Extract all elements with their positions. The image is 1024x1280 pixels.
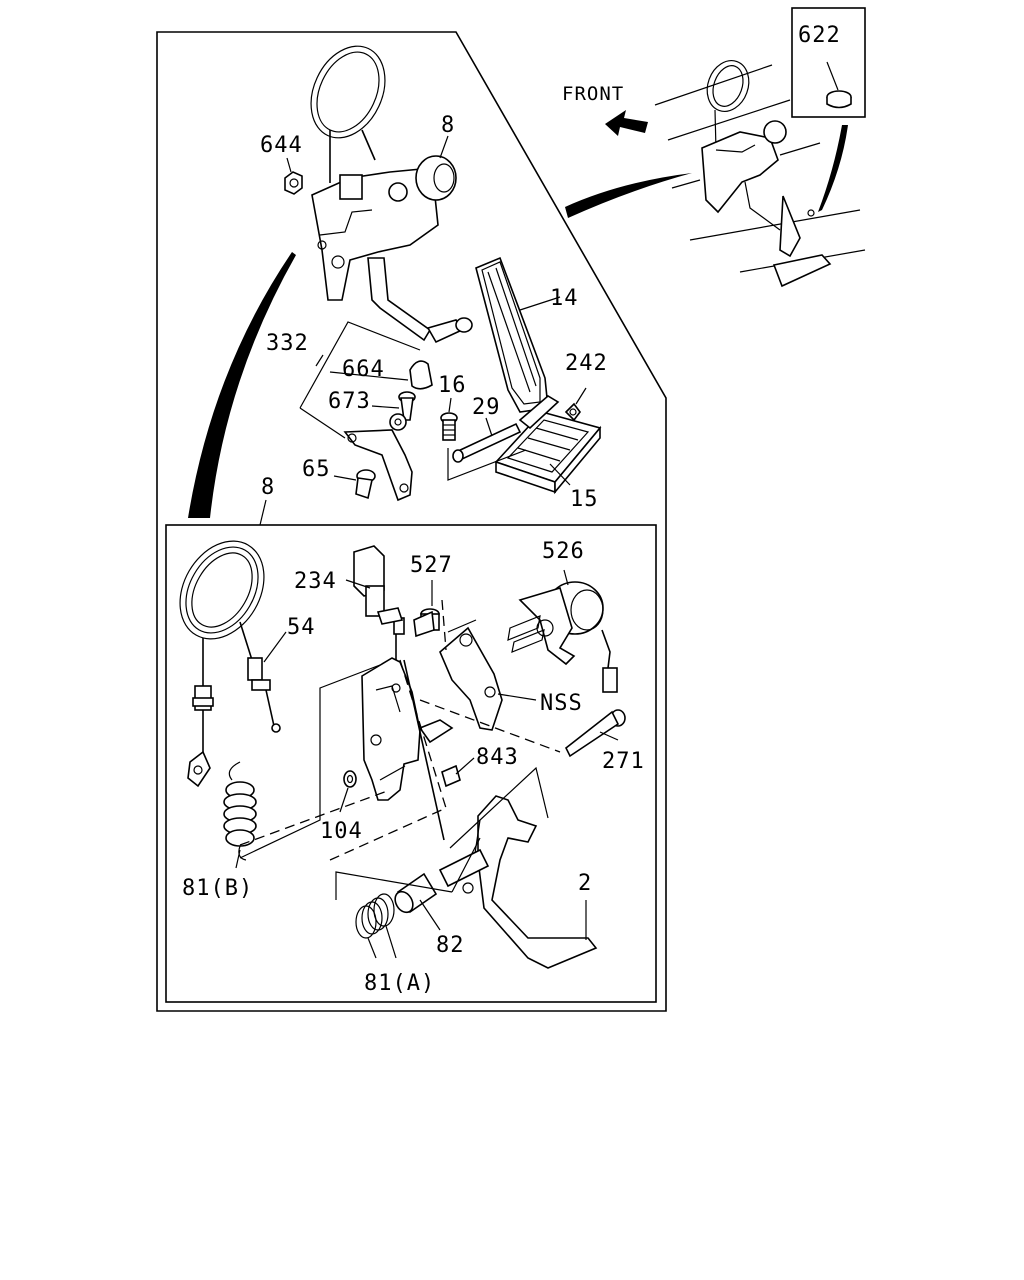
- bracket-81b: [239, 664, 381, 859]
- leader-lines: [235, 135, 619, 959]
- stopper-664: [409, 360, 433, 390]
- pedal-pad-15: [494, 395, 602, 495]
- label-234: 234: [294, 569, 337, 594]
- switch-234: [353, 545, 405, 660]
- pin-29: [452, 422, 522, 463]
- bolt-673: [398, 391, 416, 421]
- label-673: 673: [328, 389, 371, 414]
- overview-callout-wedge: [565, 173, 692, 218]
- detail-frame: [165, 524, 657, 1003]
- label-526: 526: [542, 539, 585, 564]
- bracket-65: [343, 429, 413, 502]
- clip-242: [564, 402, 581, 422]
- label-82: 82: [436, 933, 465, 958]
- bracket-81a: [335, 766, 549, 900]
- spring-81b: [223, 761, 257, 861]
- nut-673b: [389, 413, 407, 431]
- main-frame: [156, 31, 667, 1012]
- label-104: 104: [320, 819, 363, 844]
- dashed-refline-2: [239, 789, 391, 846]
- dashed-refline-4: [441, 599, 447, 651]
- label-644: 644: [260, 133, 303, 158]
- label-2: 2: [578, 871, 592, 896]
- label-65: 65: [302, 457, 331, 482]
- main-bracket-detail: [361, 657, 454, 841]
- label-nss: NSS: [540, 691, 583, 716]
- bracket-16-29: [447, 448, 527, 481]
- nut-843: [441, 764, 461, 788]
- bushing-82: [394, 872, 438, 914]
- bracket-nss: [439, 619, 503, 731]
- washer-104: [343, 770, 357, 788]
- label-8-detail: 8: [261, 475, 275, 500]
- label-54: 54: [287, 615, 316, 640]
- screw-527: [413, 608, 440, 638]
- label-15: 15: [570, 487, 599, 512]
- pedal-assembly-8: [284, 45, 473, 344]
- grommet-622-icon: [826, 61, 852, 109]
- label-242: 242: [565, 351, 608, 376]
- bolt-271: [564, 709, 626, 758]
- label-843: 843: [476, 745, 519, 770]
- label-81b: 81(B): [182, 876, 253, 901]
- dashed-refline-3: [419, 699, 561, 753]
- dashed-refline-1: [399, 659, 447, 809]
- label-271: 271: [602, 749, 645, 774]
- motor-526: [507, 581, 618, 693]
- label-8-top: 8: [441, 113, 455, 138]
- inset-622-box: [791, 7, 866, 118]
- cable-54: [179, 540, 281, 788]
- front-direction-label: FRONT: [562, 83, 624, 105]
- spring-81a: [355, 893, 395, 939]
- bolt-16: [440, 412, 458, 441]
- label-622: 622: [798, 23, 841, 48]
- accelerator-pedal-14: [475, 256, 549, 413]
- bracket-332: [299, 321, 421, 439]
- label-16: 16: [438, 373, 467, 398]
- vehicle-overview: [565, 60, 866, 288]
- dashed-refline-5: [329, 807, 447, 861]
- label-81a: 81(A): [364, 971, 435, 996]
- label-29: 29: [472, 395, 501, 420]
- label-664: 664: [342, 357, 385, 382]
- assembly-callout-wedge: [188, 252, 296, 518]
- label-332: 332: [266, 331, 309, 356]
- front-arrow-icon: [605, 110, 648, 136]
- label-14: 14: [550, 286, 579, 311]
- label-527: 527: [410, 553, 453, 578]
